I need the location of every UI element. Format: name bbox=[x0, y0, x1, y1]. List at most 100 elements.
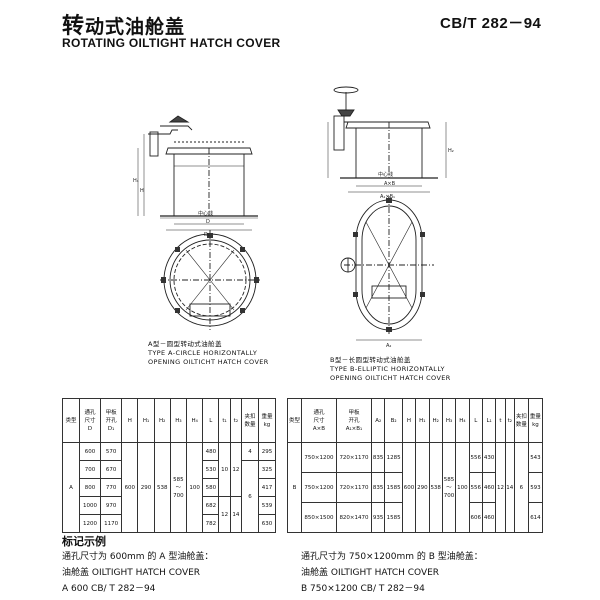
table-a-cell: 682 bbox=[202, 496, 220, 515]
marking-example-b: 通孔尺寸为 750×1200mm 的 B 型油舱盖： 油舱盖 OILTIGHT … bbox=[301, 549, 483, 597]
table-a-cell: 290 bbox=[137, 442, 155, 533]
table-b-row: 750×1200 720×1170 835 1585 556 460 593 bbox=[288, 472, 544, 503]
title-rest: 动式油舱盖 bbox=[85, 16, 186, 38]
table-b-cell: 460 bbox=[481, 472, 497, 503]
marking-a-line: 油舱盖 OILTIGHT HATCH COVER bbox=[62, 568, 201, 578]
page-title-cn: 转动式油舱盖 bbox=[62, 8, 185, 40]
fig-b-a1xb1-label: A₁×B₁ bbox=[380, 194, 395, 200]
table-a-cell: 670 bbox=[100, 460, 123, 479]
table-b-cell: 430 bbox=[481, 442, 497, 473]
fig-b-axb-label: A×B bbox=[384, 181, 396, 187]
fig-b-center-label: 中心线 bbox=[378, 171, 393, 178]
table-a-cell: 100 bbox=[186, 442, 204, 533]
table-a-cell: 295 bbox=[257, 442, 277, 461]
table-a-cell: 6 bbox=[241, 460, 259, 533]
table-a-header-cell: L bbox=[202, 398, 220, 443]
fig-a-h1-label: H₁ bbox=[133, 178, 139, 184]
table-a-cell: 1200 bbox=[78, 514, 102, 533]
table-b-cell: 556 bbox=[468, 472, 483, 503]
table-b-cell: 750×1200 bbox=[300, 442, 337, 473]
table-a-cell: 417 bbox=[257, 478, 277, 497]
table-b-cell: 935 bbox=[370, 502, 386, 533]
table-a-header-cell: H₄ bbox=[186, 398, 204, 443]
marking-example-title: 标记示例 bbox=[62, 535, 106, 548]
table-a-cell: 630 bbox=[257, 514, 277, 533]
table-a-header-cell: 类型 bbox=[62, 398, 80, 443]
table-a-cell: 4 bbox=[241, 442, 259, 461]
marking-b-line: 通孔尺寸为 750×1200mm 的 B 型油舱盖： bbox=[301, 552, 483, 562]
table-b-cell: 850×1500 bbox=[300, 502, 337, 533]
table-b-header-cell: H₄ bbox=[455, 398, 470, 443]
marking-b-line: B 750×1200 CB/ T 282－94 bbox=[301, 584, 425, 594]
table-b-cell: 460 bbox=[481, 502, 497, 533]
figure-a-caption: A型－圆型转动式油舱盖 TYPE A-CIRCLE HORIZONTALLY O… bbox=[148, 340, 269, 367]
table-b-header-cell: t bbox=[495, 398, 506, 443]
figure-b-caption-line: B型－长圆型转动式油舱盖 bbox=[330, 356, 411, 364]
table-a-header-cell: t₁ bbox=[218, 398, 231, 443]
table-b-cell: 593 bbox=[527, 472, 544, 503]
table-b-cell: 1585 bbox=[384, 472, 403, 503]
figure-a-caption-line: TYPE A-CIRCLE HORIZONTALLY bbox=[148, 349, 258, 357]
table-b-header-cell: H₂ bbox=[428, 398, 443, 443]
table-a-cell: 1170 bbox=[100, 514, 123, 533]
marking-a-line: 通孔尺寸为 600mm 的 A 型油舱盖： bbox=[62, 552, 214, 562]
table-a-cell: 580 bbox=[202, 478, 220, 497]
table-b-header-cell: H₃ bbox=[441, 398, 457, 443]
table-a-header-cell: H₂ bbox=[153, 398, 171, 443]
table-a-row: 1000 970 682 12 14 539 bbox=[63, 496, 277, 533]
fig-a-center-label: 中心线 bbox=[198, 210, 213, 217]
table-b-header-cell: L₁ bbox=[481, 398, 497, 443]
table-b-header-cell: L bbox=[468, 398, 483, 443]
table-b-header-cell: H bbox=[401, 398, 417, 443]
table-a-row: 1200 1170 782 630 bbox=[63, 514, 277, 533]
table-a-cell: 600 bbox=[78, 442, 102, 461]
title-first-char: 转 bbox=[62, 14, 86, 39]
table-a-cell: 600 bbox=[121, 442, 139, 533]
table-a-cell: 700 bbox=[78, 460, 102, 479]
table-b-header-cell: t₂ bbox=[504, 398, 515, 443]
table-a-cell: 530 bbox=[202, 460, 220, 479]
figure-b-caption-line: OPENING OILTICHT HATCH COVER bbox=[330, 374, 451, 382]
fig-b-a2-label: A₂ bbox=[386, 343, 391, 349]
table-a-cell: 570 bbox=[100, 442, 123, 461]
table-a-header-cell: H bbox=[121, 398, 139, 443]
table-b-cell: 720×1170 bbox=[335, 442, 373, 473]
table-b-cell: 600 bbox=[401, 442, 417, 533]
table-a-cell: 770 bbox=[100, 478, 123, 497]
figure-b-caption-line: TYPE B-ELLIPTIC HORIZONTALLY bbox=[330, 365, 445, 373]
table-b-cell: 720×1170 bbox=[335, 472, 373, 503]
table-b-cell: 820×1470 bbox=[335, 502, 373, 533]
marking-example-a: 通孔尺寸为 600mm 的 A 型油舱盖： 油舱盖 OILTIGHT HATCH… bbox=[62, 549, 213, 597]
table-b-cell: 543 bbox=[527, 442, 544, 473]
table-b-header-cell: H₁ bbox=[415, 398, 430, 443]
table-a-cell: 539 bbox=[257, 496, 277, 515]
table-b-cell: 614 bbox=[527, 502, 544, 533]
table-a-header-cell: t₂ bbox=[229, 398, 243, 443]
table-a-cell: 480 bbox=[202, 442, 220, 461]
table-a-row: A 600 570 600 290 538 585～700 100 480 10… bbox=[62, 442, 277, 533]
table-b-cell: 14 bbox=[504, 442, 515, 533]
table-a-header-cell: H₁ bbox=[137, 398, 155, 443]
table-b-cell: 835 bbox=[370, 472, 386, 503]
figure-b-caption: B型－长圆型转动式油舱盖 TYPE B-ELLIPTIC HORIZONTALL… bbox=[330, 356, 451, 383]
marking-a-line: A 600 CB/ T 282－94 bbox=[62, 584, 156, 594]
table-b-cell: 1585 bbox=[384, 502, 403, 533]
table-a-cell: 970 bbox=[100, 496, 123, 515]
table-b-cell: 12 bbox=[495, 442, 506, 533]
table-a-cell: 10 bbox=[218, 442, 231, 497]
table-a-header-cell: H₃ bbox=[169, 398, 188, 443]
fig-a-h-label: H bbox=[140, 188, 144, 194]
table-b-cell: 100 bbox=[455, 442, 470, 533]
table-b-row: B 750×1200 720×1170 835 1285 600 290 538… bbox=[287, 442, 544, 533]
table-b-header-cell: B₂ bbox=[384, 398, 403, 443]
marking-b-line: 油舱盖 OILTIGHT HATCH COVER bbox=[301, 568, 440, 578]
table-a-type: A bbox=[62, 442, 80, 533]
table-a-cell: 12 bbox=[218, 496, 231, 533]
